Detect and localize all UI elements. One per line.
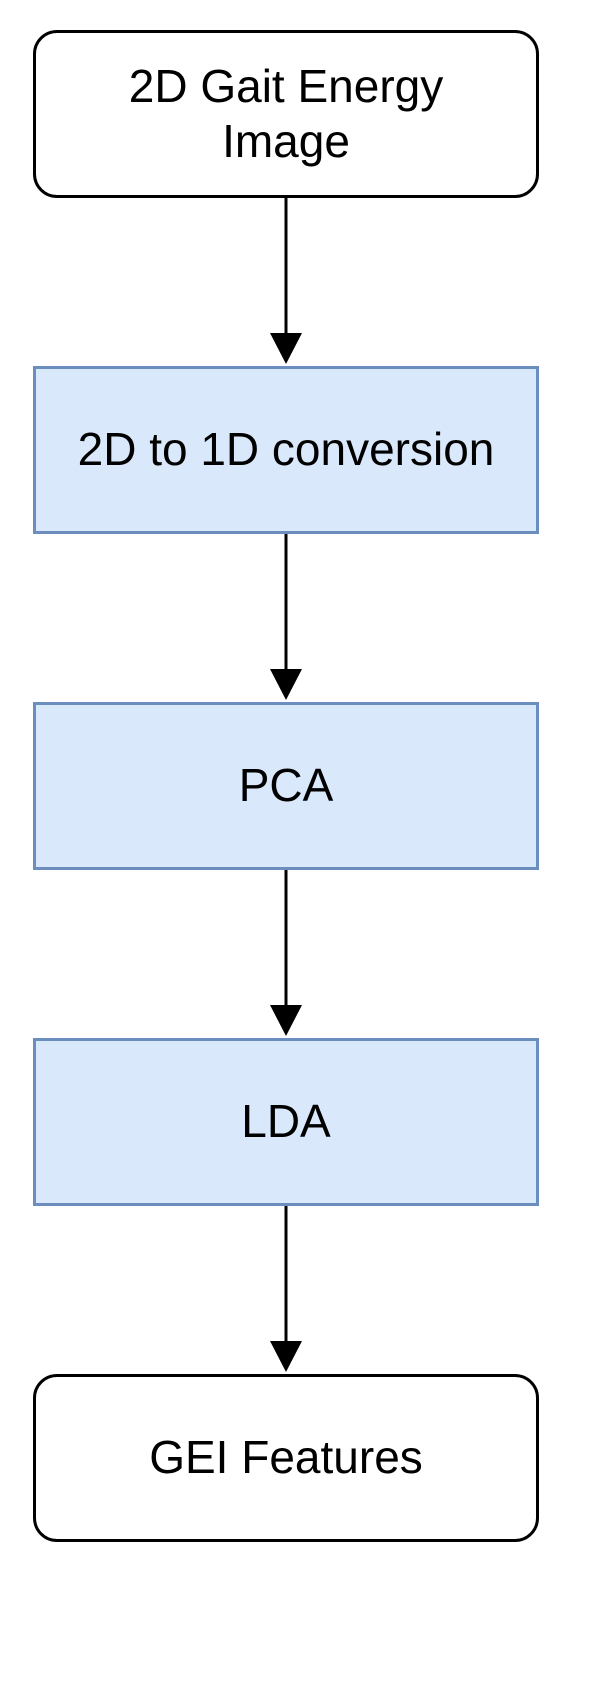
- node-gei-features: GEI Features: [33, 1374, 539, 1542]
- node-gei-image: 2D Gait Energy Image: [33, 30, 539, 198]
- node-conversion: 2D to 1D conversion: [33, 366, 539, 534]
- node-label-pca: PCA: [238, 759, 334, 812]
- arrow-lda-to-gei-features: [270, 1206, 302, 1372]
- arrow-pca-to-lda: [270, 870, 302, 1036]
- node-label-gei-image: 2D Gait Energy Image: [128, 59, 444, 167]
- node-label-lda: LDA: [241, 1095, 331, 1148]
- node-label-gei-features: GEI Features: [149, 1431, 423, 1484]
- arrow-conversion-to-pca: [270, 534, 302, 700]
- node-lda: LDA: [33, 1038, 539, 1206]
- arrow-gei-image-to-conversion: [270, 198, 302, 364]
- node-pca: PCA: [33, 702, 539, 870]
- node-label-conversion: 2D to 1D conversion: [77, 423, 495, 476]
